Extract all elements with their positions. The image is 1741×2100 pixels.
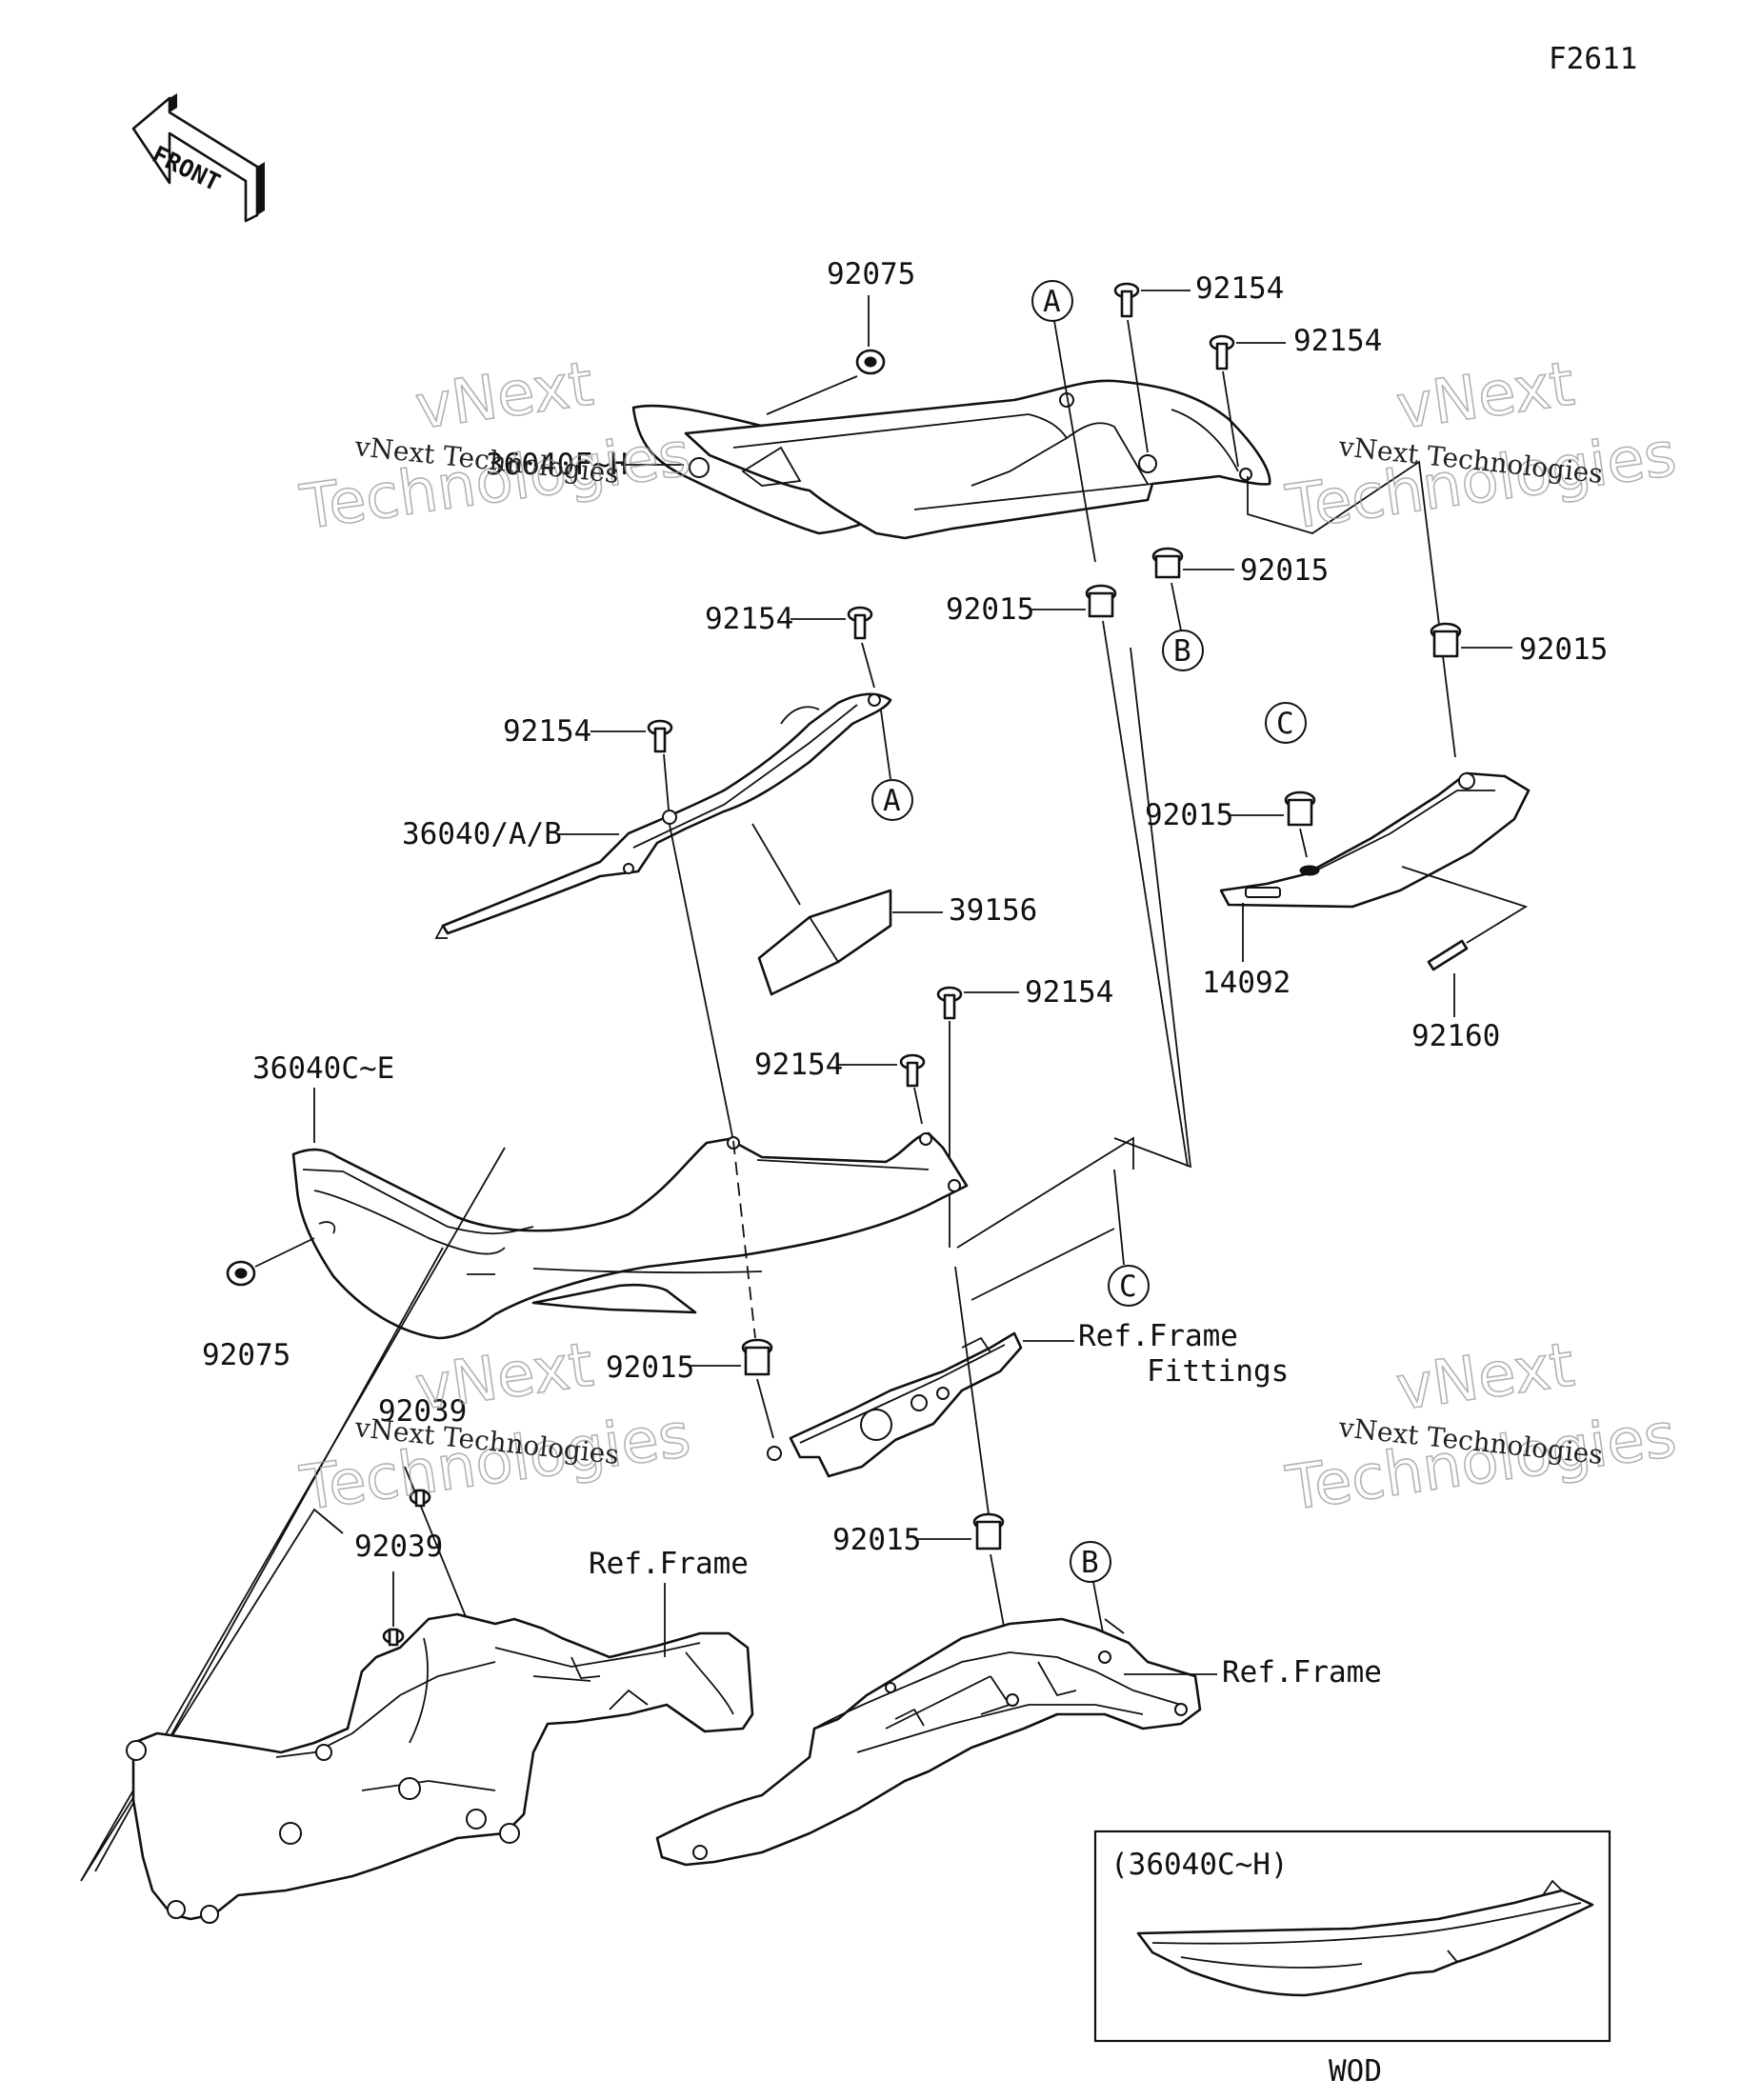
svg-text:A: A [1043, 285, 1061, 319]
label-92154-b: 92154 [1293, 324, 1382, 358]
label-92015-a: 92015 [1240, 553, 1329, 588]
inner-trim-36040-A-B [434, 692, 892, 939]
label-92015-b: 92015 [946, 592, 1034, 627]
bolt-92154-b-icon [1209, 334, 1235, 370]
label-14092: 14092 [1202, 966, 1291, 1000]
bushing-92015-b-icon [1085, 584, 1117, 618]
pad-39156 [757, 889, 892, 996]
rear-frame-left [126, 1612, 754, 1924]
label-92154-c: 92154 [705, 602, 793, 636]
bushing-92015-e-icon [741, 1338, 773, 1376]
svg-text:A: A [883, 784, 901, 818]
callout-b-bottom: B [1070, 1541, 1111, 1583]
bolt-92039-a-icon [409, 1489, 431, 1508]
lower-cover-36040C-E [291, 1131, 969, 1340]
svg-text:C: C [1119, 1270, 1137, 1304]
label-92015-f: 92015 [832, 1523, 921, 1557]
rear-frame-right [655, 1617, 1202, 1867]
callout-b-top: B [1162, 630, 1204, 671]
callout-c-right: C [1265, 702, 1307, 744]
bushing-92015-c-icon [1430, 622, 1462, 658]
frame-fittings [767, 1331, 1023, 1478]
svg-text:vNext: vNext [1392, 350, 1578, 444]
label-ref-frame-fittings-1: Ref.Frame [1078, 1319, 1238, 1353]
svg-text:vNext: vNext [411, 1330, 597, 1425]
bolt-92154-a-icon [1113, 282, 1140, 318]
bolt-92154-e-icon [936, 986, 963, 1020]
bushing-92015-d-icon [1284, 790, 1316, 827]
label-92015-c: 92015 [1519, 632, 1608, 667]
label-92039-b: 92039 [354, 1530, 443, 1564]
label-39156: 39156 [949, 893, 1037, 928]
inset-label: (36040C~H) [1111, 1848, 1289, 1882]
label-92075-top: 92075 [827, 257, 915, 291]
label-ref-frame-left: Ref.Frame [589, 1547, 749, 1581]
bushing-92015-f-icon [972, 1512, 1005, 1550]
label-36040-A-B: 36040/A/B [402, 817, 562, 851]
label-ref-frame-fittings-2: Fittings [1147, 1354, 1289, 1389]
bolt-92154-d-icon [647, 719, 673, 753]
callout-c-mid: C [1108, 1265, 1150, 1307]
label-92039-a: 92039 [378, 1394, 467, 1429]
figure-code: F2611 [1549, 42, 1637, 76]
label-ref-frame-right: Ref.Frame [1222, 1655, 1382, 1690]
grommet-92075-bottom-icon [226, 1260, 256, 1287]
inset-box: (36040C~H) [1093, 1830, 1611, 2043]
upper-cover-36040F-H [631, 379, 1271, 540]
watermark-2: vNext Technologies vNext Technologies [1281, 349, 1681, 545]
callout-a-top: A [1031, 280, 1073, 322]
label-92154-a: 92154 [1195, 271, 1284, 306]
watermark-1: vNext Technologies vNext Technologies [295, 349, 695, 545]
screw-92160-icon [1427, 939, 1469, 971]
bushing-92015-a-icon [1151, 547, 1184, 579]
label-92075-bottom: 92075 [202, 1338, 290, 1372]
front-arrow-icon: FRONT [131, 93, 265, 223]
watermark-4: vNext Technologies vNext Technologies [1281, 1330, 1681, 1526]
label-36040F-H: 36040F~H [486, 448, 628, 482]
label-92154-d: 92154 [503, 714, 591, 749]
svg-text:B: B [1081, 1546, 1099, 1580]
svg-text:C: C [1276, 707, 1294, 741]
svg-text:vNext: vNext [1392, 1330, 1578, 1425]
callout-a-mid: A [871, 779, 913, 821]
label-92015-d: 92015 [1145, 798, 1233, 832]
bracket-14092 [1219, 771, 1531, 909]
inset-caption: WOD [1329, 2054, 1382, 2089]
label-36040C-E: 36040C~E [252, 1051, 394, 1086]
svg-text:B: B [1173, 634, 1191, 669]
grommet-92075-top-icon [855, 349, 886, 375]
bolt-92154-f-icon [899, 1053, 926, 1088]
label-92160: 92160 [1411, 1019, 1500, 1053]
svg-text:vNext: vNext [411, 350, 597, 444]
label-92154-f: 92154 [754, 1048, 843, 1082]
bolt-92039-b-icon [382, 1628, 405, 1647]
bolt-92154-c-icon [847, 606, 873, 640]
label-92154-e: 92154 [1025, 975, 1113, 1010]
label-92015-e: 92015 [606, 1350, 694, 1385]
